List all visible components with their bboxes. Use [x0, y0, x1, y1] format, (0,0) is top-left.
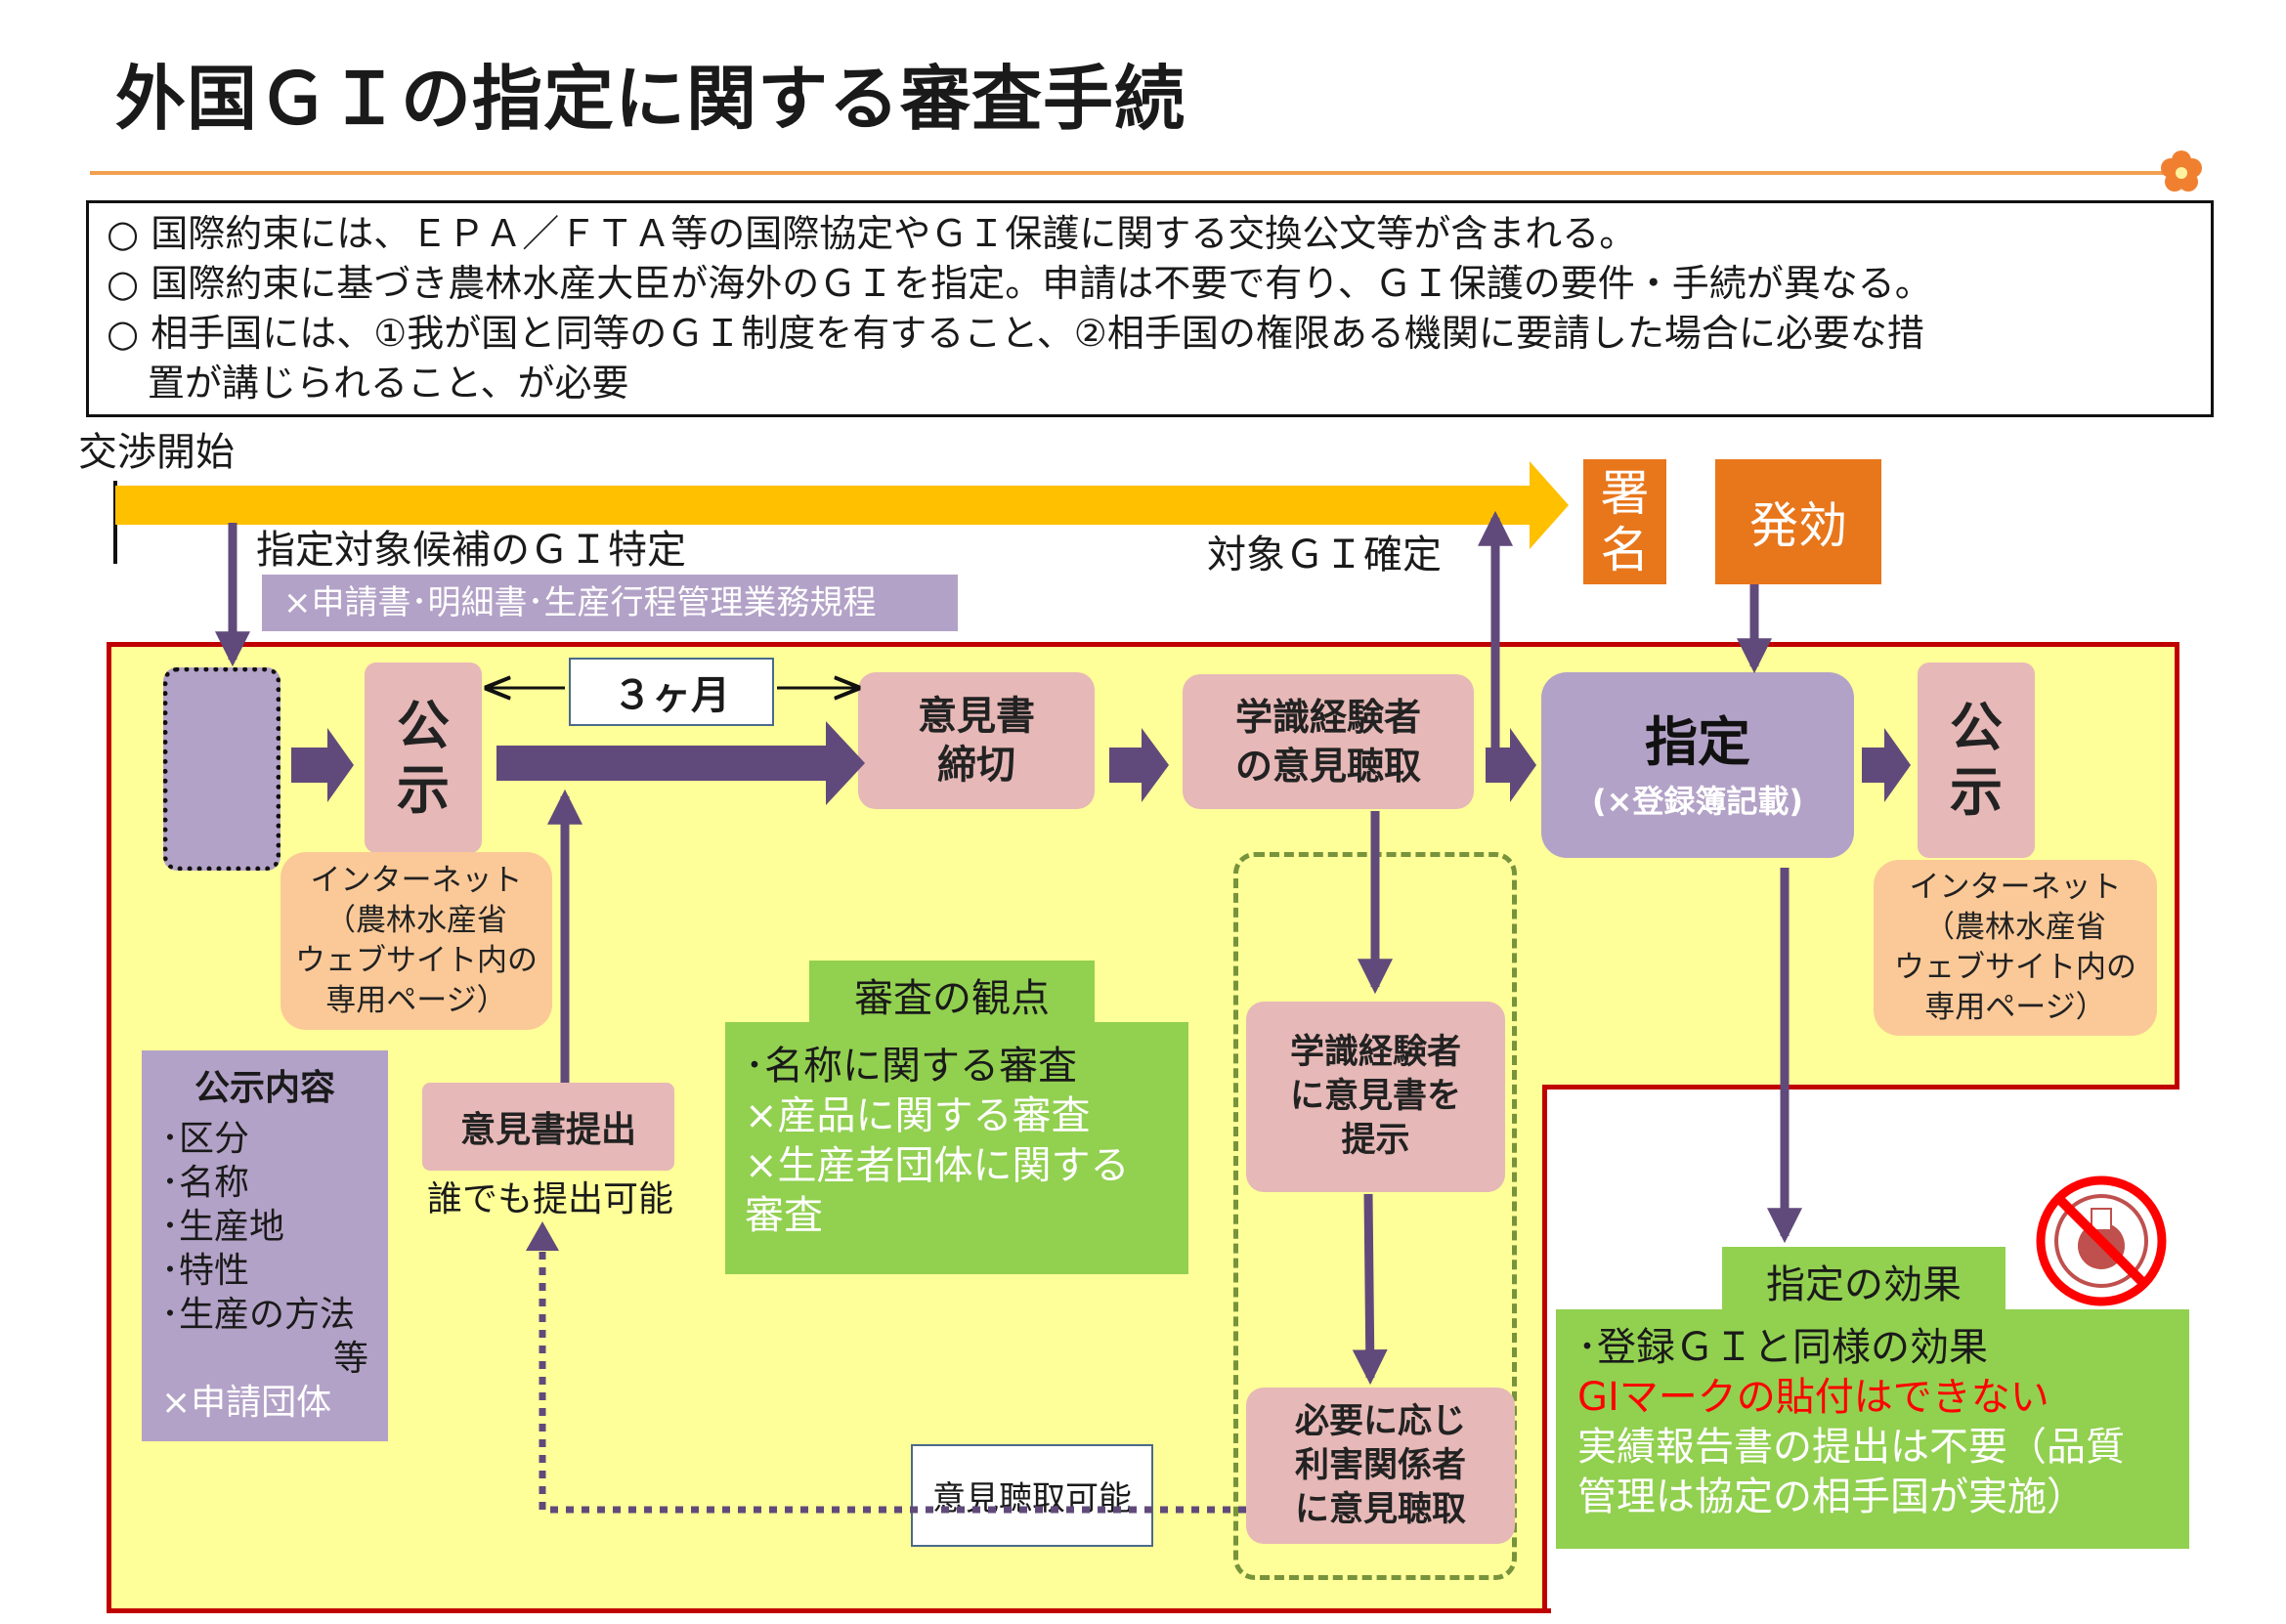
opinion-submission-box: 意見書提出 [422, 1083, 674, 1171]
frame-left [107, 642, 111, 1613]
arrow-expert-to-designation [1486, 728, 1536, 802]
expert-hearing-line-2: の意見聴取 [1234, 745, 1421, 788]
hearing-possible-box: 意見聴取可能 [911, 1444, 1153, 1547]
review-line-1: ･名称に関する審査 [745, 1044, 1077, 1089]
public-notice-2-box: 公 示 [1918, 662, 2035, 858]
effect-box: ･登録ＧＩと同様の効果 GIマークの貼付はできない 実績報告書の提出は不要（品質… [1556, 1309, 2189, 1549]
arrow-placeholder-to-notice [291, 728, 354, 802]
notice-item-region: ･生産地 [161, 1207, 285, 1247]
negotiation-start-label: 交渉開始 [78, 430, 235, 475]
effect-heading-tab: 指定の効果 [1722, 1247, 2006, 1315]
internet-note-2: インターネット （農林水産省 ウェブサイト内の 専用ページ） [1874, 860, 2157, 1036]
opinion-submission-label: 意見書提出 [459, 1110, 636, 1150]
expert-opinion-box: 学識経験者 に意見書を 提示 [1246, 1002, 1505, 1192]
candidate-placeholder-box [163, 667, 280, 871]
target-gi-confirmed-label: 対象ＧＩ確定 [1207, 533, 1442, 577]
notice-contents-heading: 公示内容 [194, 1068, 335, 1108]
public-notice-char-2: 示 [397, 758, 450, 821]
effect-line-1: ･登録ＧＩと同様の効果 [1577, 1325, 1988, 1370]
notice-item-applicant: ×申請団体 [161, 1383, 332, 1423]
internet-note-2-line-1: インターネット [1909, 870, 2122, 905]
intro-line-1: ○ 国際約束には、ＥＰＡ／ＦＴＡ等の国際協定やＧＩ保護に関する交換公文等が含まれ… [107, 212, 1637, 255]
notice-item-category: ･区分 [161, 1119, 250, 1159]
expert-hearing-box: 学識経験者 の意見聴取 [1183, 674, 1474, 809]
dotted-loop-arrowhead [526, 1221, 559, 1251]
arrow-deadline-to-expert [1109, 728, 1169, 802]
candidate-exclusion-note: ×申請書･明細書･生産行程管理業務規程 [262, 575, 958, 631]
signing-char-2: 名 [1600, 522, 1650, 578]
stakeholder-hearing-box: 必要に応じ 利害関係者 に意見聴取 [1246, 1388, 1515, 1544]
designation-note: (×登録簿記載) [1591, 783, 1804, 820]
internet-note-1: インターネット （農林水産省 ウェブサイト内の 専用ページ） [280, 852, 552, 1030]
title-divider [90, 171, 2172, 175]
review-line-3: ×生産者団体に関する [745, 1143, 1130, 1188]
frame-top [107, 642, 2179, 647]
frame-step [1542, 1085, 2179, 1090]
public-notice-box: 公 示 [365, 662, 482, 853]
stakeholder-hearing-line-1: 必要に応じ [1294, 1401, 1466, 1441]
signing-char-1: 署 [1600, 465, 1650, 522]
three-month-label-box: ３ヶ月 [569, 658, 774, 726]
effect-line-3: 実績報告書の提出は不要（品質 [1577, 1425, 2125, 1470]
notice-item-name: ･名称 [161, 1163, 250, 1203]
effect-line-2: GIマークの貼付はできない [1577, 1375, 2049, 1420]
opinion-deadline-box: 意見書 締切 [858, 672, 1095, 809]
review-heading: 審査の観点 [854, 976, 1050, 1021]
designation-label: 指定 [1645, 711, 1750, 773]
entry-into-force-label: 発効 [1749, 497, 1847, 554]
frame-bottom [107, 1608, 1551, 1613]
plum-blossom-icon [2158, 149, 2205, 195]
public-notice-2-char-2: 示 [1950, 761, 2003, 823]
internet-note-1-line-3: ウェブサイト内の [295, 943, 538, 978]
notice-item-etc: 等 [332, 1339, 368, 1379]
intro-line-2: ○ 国際約束に基づき農林水産大臣が海外のＧＩを指定。申請は不要で有り、ＧＩ保護の… [107, 262, 1932, 305]
review-line-4: 審査 [745, 1193, 823, 1238]
opinion-deadline-line-1: 意見書 [918, 694, 1035, 739]
no-gi-mark-icon [2023, 1168, 2179, 1314]
expert-hearing-line-1: 学識経験者 [1234, 696, 1421, 739]
arrow-designation-to-notice [1862, 728, 1911, 802]
stakeholder-hearing-line-3: に意見聴取 [1294, 1489, 1466, 1529]
anyone-can-submit-label: 誰でも提出可能 [427, 1179, 674, 1219]
frame-right-upper [2175, 642, 2179, 1090]
notice-item-characteristics: ･特性 [161, 1251, 250, 1291]
expert-opinion-line-1: 学識経験者 [1289, 1033, 1461, 1072]
page-title: 外国ＧＩの指定に関する審査手続 [115, 58, 1186, 140]
public-notice-char-1: 公 [397, 694, 450, 756]
internet-note-2-line-2: （農林水産省 [1924, 910, 2106, 945]
designation-box: 指定 (×登録簿記載) [1541, 672, 1854, 858]
internet-note-2-line-4: 専用ページ） [1924, 990, 2106, 1025]
dotted-loop [539, 1241, 1246, 1514]
stakeholder-hearing-line-2: 利害関係者 [1294, 1445, 1466, 1485]
three-month-label: ３ヶ月 [613, 673, 730, 718]
frame-right-lower [1542, 1085, 1547, 1613]
review-heading-tab: 審査の観点 [809, 961, 1095, 1029]
internet-note-1-line-1: インターネット [310, 863, 523, 898]
effect-heading: 指定の効果 [1766, 1262, 1962, 1307]
arrow-expert-opinion-down [1352, 1193, 1388, 1386]
expert-opinion-line-2: に意見書を [1289, 1077, 1461, 1116]
notice-contents-box: 公示内容 ･区分 ･名称 ･生産地 ･特性 ･生産の方法 等 ×申請団体 [142, 1050, 388, 1441]
intro-line-3: ○ 相手国には、①我が国と同等のＧＩ制度を有すること、②相手国の権限ある機関に要… [107, 312, 1924, 355]
internet-note-1-line-2: （農林水産省 [325, 903, 507, 938]
intro-notes: ○ 国際約束には、ＥＰＡ／ＦＴＡ等の国際協定やＧＩ保護に関する交換公文等が含まれ… [86, 200, 2214, 417]
candidate-gi-label: 指定対象候補のＧＩ特定 [256, 528, 686, 573]
public-notice-2-char-1: 公 [1950, 697, 2003, 758]
timeline-arrowhead [1530, 461, 1569, 549]
timeline-bar [115, 486, 1532, 525]
review-box: ･名称に関する審査 ×産品に関する審査 ×生産者団体に関する 審査 [725, 1022, 1188, 1274]
arrow-notice-to-deadline [496, 721, 865, 805]
expert-opinion-line-3: 提示 [1341, 1121, 1410, 1160]
intro-line-4: 置が講じられること、が必要 [148, 362, 629, 405]
signing-box: 署 名 [1583, 459, 1666, 584]
internet-note-2-line-3: ウェブサイト内の [1894, 950, 2136, 985]
review-line-2: ×産品に関する審査 [745, 1093, 1091, 1138]
effect-line-4: 管理は協定の相手国が実施） [1577, 1474, 2086, 1519]
notice-item-method: ･生産の方法 [161, 1295, 356, 1335]
entry-into-force-box: 発効 [1715, 459, 1881, 584]
internet-note-1-line-4: 専用ページ） [325, 983, 507, 1018]
opinion-deadline-line-2: 締切 [937, 743, 1015, 788]
